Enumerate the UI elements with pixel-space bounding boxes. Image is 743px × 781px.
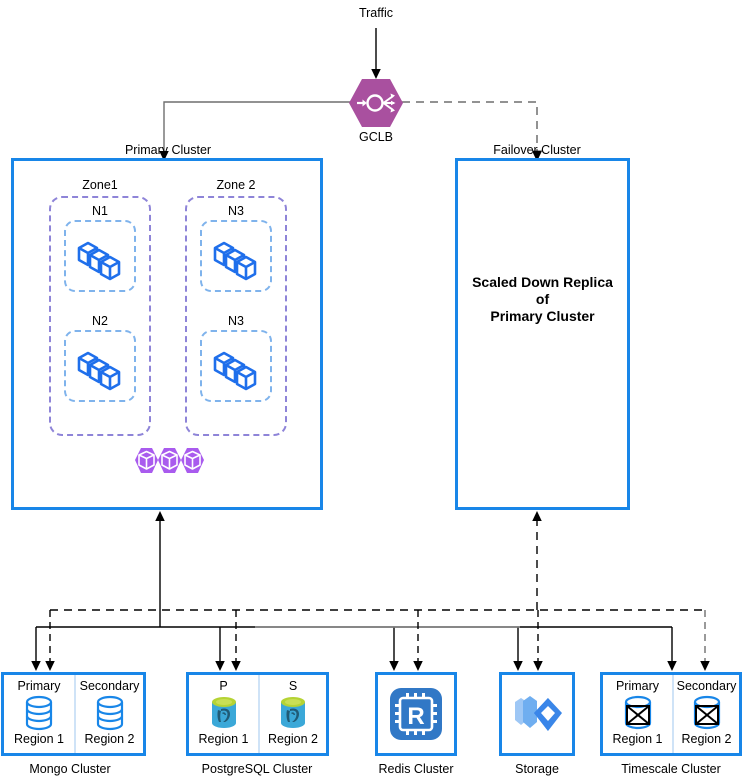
primary-cluster-box[interactable] xyxy=(11,158,323,510)
node-n3b-box[interactable] xyxy=(200,330,272,402)
failover-body-line-2: of xyxy=(535,291,550,307)
redis-chip-icon: R xyxy=(390,688,442,740)
mongo-primary-role: Primary xyxy=(17,679,61,693)
storage-caption: Storage xyxy=(515,762,559,776)
node-n1-box[interactable] xyxy=(64,220,136,292)
failover-body-line-1: Scaled Down Replica xyxy=(472,274,613,290)
mongo-db-icon xyxy=(25,695,53,730)
node-n3a-title: N3 xyxy=(228,204,244,218)
node-n3a-box[interactable] xyxy=(200,220,272,292)
svg-text:R: R xyxy=(407,703,424,730)
postgres-cluster-box[interactable]: P Region 1 S xyxy=(186,672,329,756)
mongo-primary-half[interactable]: Primary Region 1 xyxy=(4,675,74,753)
zone-2-title: Zone 2 xyxy=(216,178,256,192)
mongo-secondary-half[interactable]: Secondary Region 2 xyxy=(76,675,143,753)
timescale-db-icon xyxy=(693,695,720,729)
failover-cluster-title: Failover Cluster xyxy=(493,143,581,157)
failover-cluster-box[interactable]: Scaled Down Replica of Primary Cluster xyxy=(455,158,630,510)
timescale-divider xyxy=(672,675,674,753)
mongo-db-icon xyxy=(96,695,123,730)
redis-icon-wrap: R xyxy=(378,675,454,753)
load-balancer-icon xyxy=(349,79,403,127)
mongo-secondary-role: Secondary xyxy=(79,679,140,693)
zone-1-title: Zone1 xyxy=(82,178,118,192)
mongo-cluster-caption: Mongo Cluster xyxy=(29,762,111,776)
postgres-divider xyxy=(258,675,260,753)
mongo-primary-region: Region 1 xyxy=(13,732,65,746)
node-n2-box[interactable] xyxy=(64,330,136,402)
mongo-divider xyxy=(74,675,76,753)
postgresql-elephant-icon xyxy=(211,696,236,728)
pods-icon xyxy=(135,448,204,473)
storage-icon-wrap xyxy=(502,675,572,753)
timescale-primary-role: Primary xyxy=(615,679,660,693)
zone-2-box[interactable] xyxy=(185,196,287,436)
storage-cubes-icon xyxy=(515,696,562,731)
container-stack-icon xyxy=(77,241,121,281)
timescale-primary-half[interactable]: Primary Region 1 xyxy=(603,675,672,753)
traffic-label: Traffic xyxy=(358,6,394,20)
redis-cluster-box[interactable]: R xyxy=(375,672,457,756)
failover-body-line-3: Primary Cluster xyxy=(490,308,595,324)
zone-1-box[interactable] xyxy=(49,196,151,436)
timescale-cluster-caption: Timescale Cluster xyxy=(621,762,721,776)
timescale-db-icon xyxy=(624,695,651,729)
primary-cluster-title: Primary Cluster xyxy=(124,143,212,157)
timescale-secondary-role: Secondary xyxy=(676,679,737,693)
node-n3b-title: N3 xyxy=(228,314,244,328)
postgresql-elephant-icon xyxy=(281,696,305,728)
container-stack-icon xyxy=(77,351,121,391)
container-stack-icon xyxy=(213,351,257,391)
postgres-secondary-half[interactable]: S Region 2 xyxy=(260,675,326,753)
gclb-node[interactable] xyxy=(348,78,404,128)
node-n1-title: N1 xyxy=(92,204,108,218)
storage-box[interactable] xyxy=(499,672,575,756)
postgres-secondary-region: Region 2 xyxy=(267,732,319,746)
postgres-primary-half[interactable]: P Region 1 xyxy=(189,675,258,753)
postgres-secondary-role: S xyxy=(288,679,298,693)
postgres-primary-role: P xyxy=(219,679,228,693)
postgres-cluster-caption: PostgreSQL Cluster xyxy=(201,762,313,776)
redis-cluster-caption: Redis Cluster xyxy=(378,762,454,776)
container-stack-icon xyxy=(213,241,257,281)
postgres-primary-region: Region 1 xyxy=(198,732,249,746)
mongo-cluster-box[interactable]: Primary Region 1 Secondary xyxy=(1,672,146,756)
timescale-primary-region: Region 1 xyxy=(612,732,663,746)
timescale-secondary-half[interactable]: Secondary Region 2 xyxy=(674,675,739,753)
timescale-secondary-region: Region 2 xyxy=(681,732,732,746)
timescale-cluster-box[interactable]: Primary Region 1 Secondary xyxy=(600,672,742,756)
mongo-secondary-region: Region 2 xyxy=(84,732,135,746)
gclb-label: GCLB xyxy=(358,130,394,144)
node-n2-title: N2 xyxy=(92,314,108,328)
